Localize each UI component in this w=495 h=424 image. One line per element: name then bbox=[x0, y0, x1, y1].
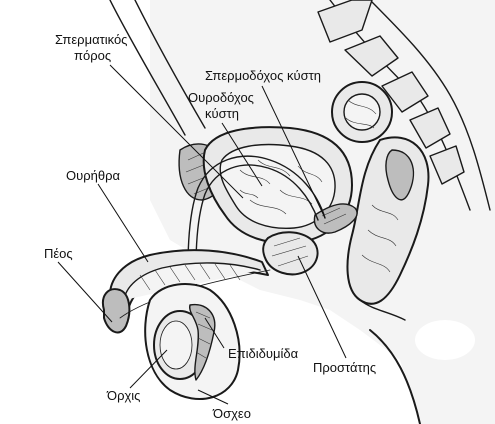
vertebrae bbox=[317, 0, 465, 185]
label-seminal-vesicle: Σπερμοδόχος κύστη bbox=[205, 68, 321, 83]
leader-bladder bbox=[221, 122, 263, 187]
seminal-vesicle-and-prostate bbox=[262, 203, 358, 276]
label-bladder-line1: Ουροδόχος bbox=[188, 90, 254, 105]
leader-epididymis bbox=[204, 317, 225, 349]
label-penis: Πέος bbox=[44, 246, 73, 261]
testis-and-scrotum bbox=[144, 283, 241, 400]
label-bladder-line2: κύστη bbox=[205, 106, 239, 121]
leader-scrotum bbox=[197, 389, 229, 405]
leader-seminal-vesicle bbox=[261, 85, 326, 219]
label-urethra: Ουρήθρα bbox=[66, 168, 120, 183]
leader-urethra bbox=[97, 183, 149, 263]
blank-patch bbox=[415, 320, 475, 360]
label-vas-deferens-line1: Σπερματικός bbox=[55, 32, 127, 47]
label-prostate: Προστάτης bbox=[313, 360, 376, 375]
labels: Σπερματικός πόρος Σπερμοδόχος κύστη Ουρο… bbox=[44, 32, 376, 421]
label-testis: Όρχις bbox=[106, 388, 140, 403]
label-vas-deferens-line2: πόρος bbox=[74, 48, 111, 63]
leader-testis bbox=[129, 349, 168, 389]
leader-lines bbox=[57, 64, 347, 405]
leader-vas-deferens bbox=[109, 64, 244, 199]
label-epididymis: Επιδιδυμίδα bbox=[228, 346, 299, 361]
label-scrotum: Όσχεο bbox=[212, 406, 251, 421]
leader-penis bbox=[57, 261, 113, 323]
rectum bbox=[331, 81, 430, 321]
leader-prostate bbox=[297, 255, 347, 359]
